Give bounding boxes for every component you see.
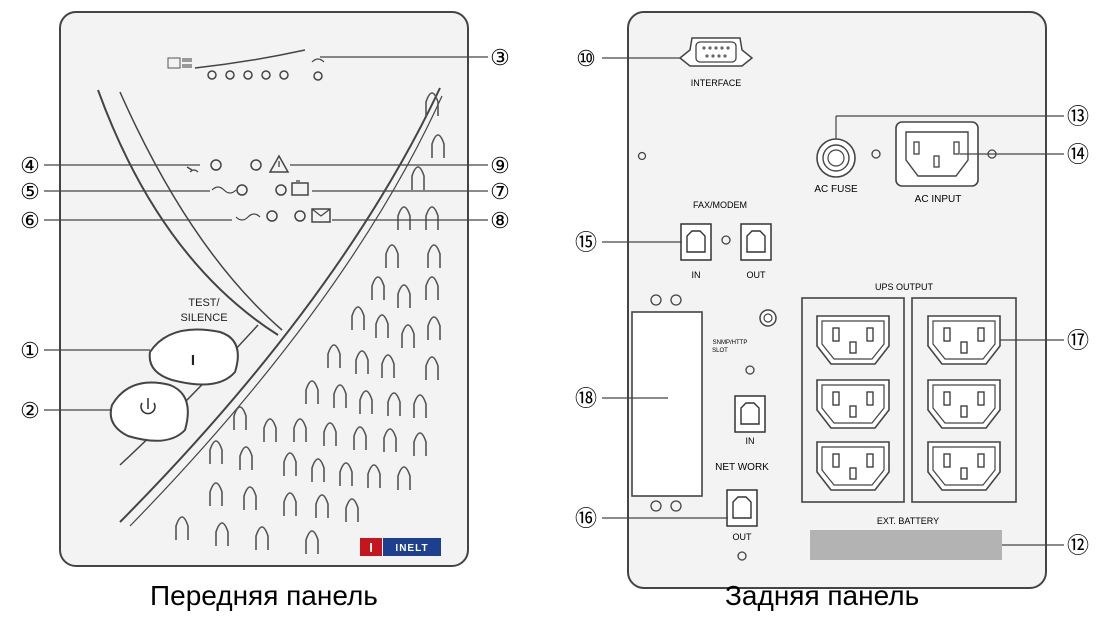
- output-group-right: [911, 297, 1017, 503]
- front-callouts: ③ ④ ⑤ ⑥ ⑦ ⑧ ⑨ ① ②: [20, 45, 510, 423]
- snmp-label-line1: SNMP/HTTP: [713, 340, 748, 346]
- ups-outlet: [816, 379, 890, 429]
- load-level-leds: [167, 49, 325, 81]
- rear-panel: INTERFACE AC FUSE AC INPUT FAX/MODEM IN …: [575, 11, 1089, 589]
- interface-label: INTERFACE: [691, 78, 742, 88]
- test-label-line2: SILENCE: [180, 312, 227, 324]
- callout-17: ⑰: [1067, 328, 1089, 353]
- callout-4: ④: [20, 153, 40, 178]
- ac-fuse: [816, 138, 856, 178]
- serial-interface-port: [678, 37, 754, 67]
- callout-7: ⑦: [490, 179, 510, 204]
- ext-battery-label: EXT. BATTERY: [877, 516, 939, 526]
- callout-8: ⑧: [490, 208, 510, 233]
- front-curve-left: [97, 89, 279, 336]
- warning-icon: [268, 154, 290, 173]
- network-label: NET WORK: [715, 462, 769, 473]
- indicator-row-4: [186, 154, 290, 173]
- power-button[interactable]: [109, 381, 189, 442]
- power-icon: [140, 398, 156, 415]
- output-group-left: [801, 297, 905, 503]
- ups-outlet: [927, 441, 1001, 491]
- ups-outlet: [816, 315, 890, 365]
- callout-10: ⑩: [576, 46, 596, 71]
- fax-modem-label: FAX/MODEM: [693, 200, 747, 210]
- front-panel-caption: Передняя панель: [150, 580, 378, 611]
- callout-1: ①: [20, 338, 40, 363]
- callout-2: ②: [20, 398, 40, 423]
- snmp-slot: [631, 311, 703, 497]
- ups-outlet: [816, 441, 890, 491]
- callout-18: ⑱: [575, 386, 597, 411]
- fax-in-label: IN: [692, 270, 701, 280]
- rear-callouts: ⑩ ⑬ ⑭ ⑮ ⑰ ⑱ ⑯ ⑫: [575, 46, 1089, 558]
- brand-name: INELT: [395, 543, 428, 554]
- indicator-row-6: [235, 208, 331, 223]
- ups-output-label: UPS OUTPUT: [875, 282, 934, 292]
- rear-panel-caption: Задняя панель: [725, 580, 920, 611]
- front-panel: TEST/ SILENCE I I INELT: [20, 11, 510, 567]
- battery-icon: [291, 182, 309, 196]
- ac-input-label: AC INPUT: [915, 194, 962, 205]
- network-in-port: [734, 395, 766, 433]
- network-in-label: IN: [746, 436, 755, 446]
- inelt-logo: I INELT: [360, 538, 441, 556]
- snmp-label-line2: SLOT: [712, 348, 728, 354]
- front-curve-right: [119, 87, 441, 523]
- indicator-row-5: [211, 180, 309, 196]
- svg-text:I: I: [369, 540, 373, 555]
- test-label-line1: TEST/: [188, 297, 220, 309]
- ac-fuse-label: AC FUSE: [814, 184, 858, 195]
- callout-6: ⑥: [20, 208, 40, 233]
- network-out-port: [726, 489, 758, 527]
- network-out-label: OUT: [733, 532, 753, 542]
- callout-3: ③: [490, 45, 510, 70]
- callout-9: ⑨: [490, 153, 510, 178]
- fax-out-port: [740, 223, 772, 261]
- ups-outlet: [927, 315, 1001, 365]
- callout-14: ⑭: [1067, 142, 1089, 167]
- ground-screw: [759, 309, 777, 327]
- ups-outlet: [927, 379, 1001, 429]
- callout-12: ⑫: [1067, 533, 1089, 558]
- callout-16: ⑯: [575, 506, 597, 531]
- test-symbol: I: [191, 352, 195, 369]
- fax-in-port: [680, 223, 712, 261]
- envelope-icon: [311, 208, 331, 223]
- ext-battery-connector: [810, 530, 1002, 560]
- fax-out-label: OUT: [747, 270, 767, 280]
- callout-13: ⑬: [1067, 104, 1089, 129]
- callout-5: ⑤: [20, 179, 40, 204]
- callout-15: ⑮: [575, 230, 597, 255]
- test-silence-button[interactable]: [148, 328, 239, 386]
